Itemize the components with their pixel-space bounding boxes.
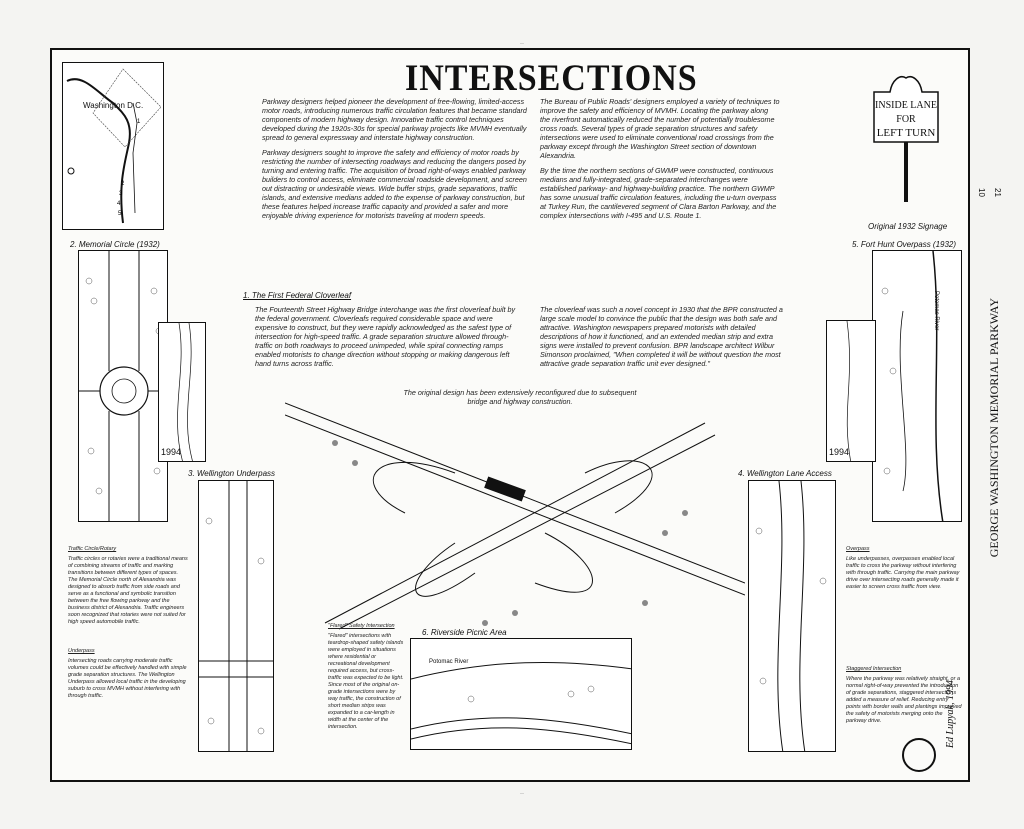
locator-map: 2 3 4 5 1 Washington D.C. (62, 62, 164, 230)
intro-right-p1: The Bureau of Public Roads' designers em… (540, 97, 780, 160)
top-tick: — (520, 40, 524, 45)
intro-left-p1: Parkway designers helped pioneer the dev… (262, 97, 527, 142)
wellington-lane-plan (748, 480, 836, 752)
inset-drawing (177, 323, 193, 461)
title-block-parkway: GEORGE WASHINGTON MEMORIAL PARKWAY (987, 298, 1001, 558)
intro-left: Parkway designers helped pioneer the dev… (262, 97, 527, 220)
underpass-drawing (199, 481, 273, 751)
intro-right: The Bureau of Public Roads' designers em… (540, 97, 780, 220)
flared-text: "Flared" intersections with teardrop-sha… (328, 633, 404, 730)
riverside-plan: Potomac River (410, 638, 632, 750)
right-note-heading-1: Overpass (846, 546, 870, 552)
title-block: GEORGE WASHINGTON MEMORIAL PARKWAY 10 21 (968, 48, 1019, 782)
fort-hunt-drawing (881, 251, 944, 521)
intro-right-p2: By the time the northern sections of GWM… (540, 166, 777, 220)
signature: Ed Lupyak, 1994 (945, 680, 956, 749)
left-note-heading-1: Traffic Circle/Rotary (68, 546, 117, 552)
fort-hunt-inset: 1994 (826, 320, 876, 462)
caption-wellington-underpass: 3. Wellington Underpass (188, 469, 276, 478)
memorial-circle-inset: 1994 (158, 322, 206, 462)
sign-line1: INSIDE LANE (875, 100, 937, 111)
potomac-label-fort-hunt: Potomac River (933, 291, 939, 331)
wellington-lane-drawing (755, 481, 827, 751)
inset-year: 1994 (161, 447, 182, 457)
svg-text:2: 2 (121, 181, 125, 187)
svg-text:4: 4 (117, 201, 121, 207)
cloverleaf-heading: 1. The First Federal Cloverleaf (243, 291, 352, 300)
svg-text:5: 5 (118, 211, 122, 217)
survey-seal-icon (902, 738, 936, 772)
caption-memorial-circle: 2. Memorial Circle (1932) (70, 240, 160, 249)
caption-wellington-lane: 4. Wellington Lane Access (738, 469, 832, 478)
fort-hunt-inset-drawing (846, 321, 852, 461)
right-note-heading-2: Staggered Intersection (846, 666, 902, 672)
original-sign: INSIDE LANE FOR LEFT TURN (870, 70, 942, 210)
fort-hunt-plan: Potomac River (872, 250, 962, 522)
sheet-number: 10 (977, 188, 986, 197)
caption-fort-hunt: 5. Fort Hunt Overpass (1932) (852, 240, 957, 249)
map-label: Washington D.C. (83, 101, 144, 110)
sign-line2: FOR (896, 114, 916, 125)
svg-text:3: 3 (119, 191, 123, 197)
cloverleaf-drawing (285, 402, 745, 630)
riverside-drawing (411, 661, 631, 745)
sign-shape (873, 76, 939, 202)
cloverleaf-note: The original design has been extensively… (403, 388, 637, 406)
intro-left-p2: Parkway designers sought to improve the … (262, 148, 527, 220)
page-title: INTERSECTIONS (405, 58, 698, 99)
svg-text:1: 1 (137, 119, 141, 125)
left-note-heading-2: Underpass (68, 648, 95, 654)
bottom-tick: — (520, 790, 524, 795)
sheet-total: 21 (993, 188, 1002, 197)
left-note-text-2: Intersecting roads carrying moderate tra… (68, 658, 187, 699)
fort-hunt-inset-year: 1994 (829, 447, 850, 457)
sign-line3: LEFT TURN (876, 127, 936, 139)
potomac-label-riverside: Potomac River (429, 659, 469, 665)
locator-map-drawing: 2 3 4 5 1 (66, 68, 162, 224)
wellington-underpass-plan (198, 480, 274, 752)
memorial-circle-plan (78, 250, 168, 522)
flared-heading: "Flared" Safety Intersection (328, 623, 395, 629)
cloverleaf-text-right: The cloverleaf was such a novel concept … (540, 305, 783, 368)
right-note-text-2: Where the parkway was relatively straigh… (846, 676, 962, 724)
signage-caption: Original 1932 Signage (868, 222, 948, 231)
left-note-text-1: Traffic circles or rotaries were a tradi… (68, 556, 188, 625)
right-note-text-1: Like underpasses, overpasses enabled loc… (846, 556, 960, 590)
caption-riverside: 6. Riverside Picnic Area (422, 628, 507, 637)
cloverleaf-text-left: The Fourteenth Street Highway Bridge int… (255, 305, 516, 368)
memorial-circle-drawing (79, 251, 167, 521)
